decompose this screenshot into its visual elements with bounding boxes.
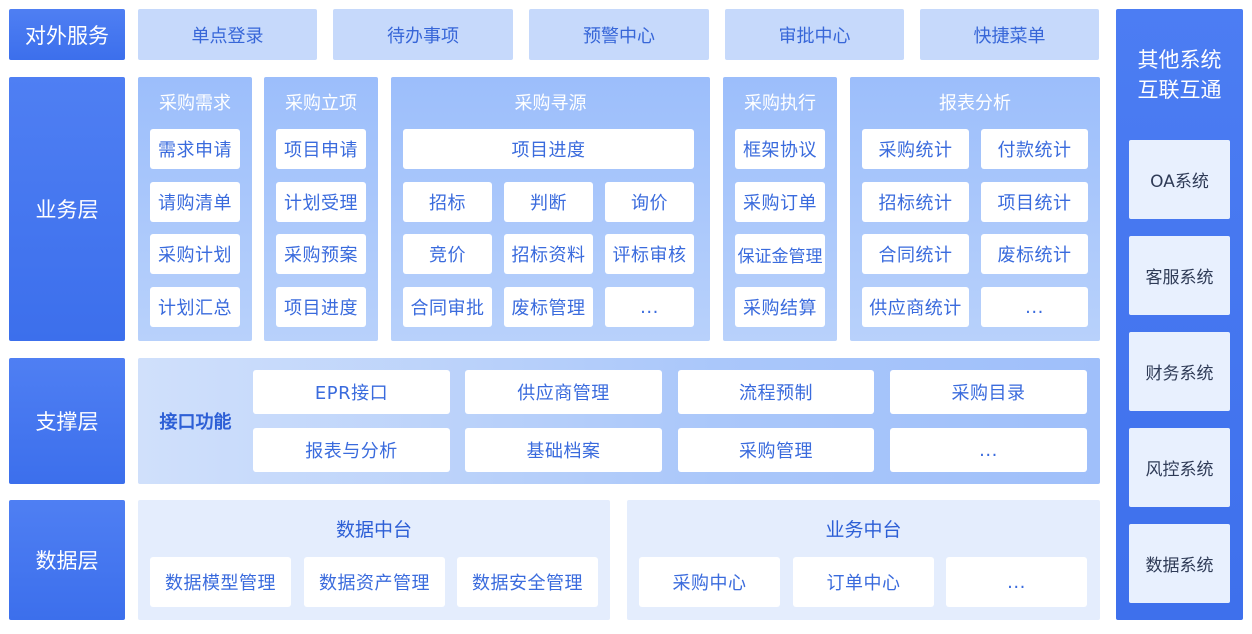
support-item[interactable]: EPR接口 <box>253 370 450 414</box>
support-item[interactable]: 流程预制 <box>678 370 874 414</box>
other-system-finance[interactable]: 财务系统 <box>1129 332 1230 411</box>
execution-item[interactable]: 保证金管理 <box>735 234 825 274</box>
sourcing-item[interactable]: 判断 <box>504 182 593 222</box>
project-item[interactable]: 计划受理 <box>276 182 366 222</box>
module-execution-title: 采购执行 <box>744 93 816 114</box>
execution-item[interactable]: 采购结算 <box>735 287 825 327</box>
module-report-title: 报表分析 <box>939 93 1011 114</box>
sourcing-item[interactable]: 评标审核 <box>605 234 694 274</box>
support-interface-label: 接口功能 <box>159 412 232 433</box>
module-project-title: 采购立项 <box>285 93 357 114</box>
layer-label-support: 支撑层 <box>9 358 125 484</box>
module-demand: 采购需求 需求申请 请购清单 采购计划 计划汇总 <box>138 77 252 341</box>
project-item[interactable]: 项目申请 <box>276 129 366 169</box>
report-item[interactable]: 项目统计 <box>981 182 1088 222</box>
report-item[interactable]: 供应商统计 <box>862 287 969 327</box>
data-platform-title: 数据中台 <box>335 518 412 541</box>
support-item[interactable]: 采购管理 <box>678 428 874 472</box>
other-system-risk-control[interactable]: 风控系统 <box>1129 428 1230 507</box>
other-system-customer-service[interactable]: 客服系统 <box>1129 236 1230 315</box>
report-item[interactable]: 合同统计 <box>862 234 969 274</box>
module-execution: 采购执行 框架协议 采购订单 保证金管理 采购结算 <box>723 77 837 341</box>
layer-label-external: 对外服务 <box>9 9 125 60</box>
data-platform-item[interactable]: 数据安全管理 <box>457 557 598 607</box>
support-item[interactable]: 采购目录 <box>890 370 1087 414</box>
business-platform-panel: 业务中台 采购中心 订单中心 ... <box>627 500 1100 620</box>
layer-label-business: 业务层 <box>9 77 125 341</box>
business-platform-title: 业务中台 <box>825 518 902 541</box>
other-systems-panel: 其他系统 互联互通 OA系统 客服系统 财务系统 风控系统 数据系统 <box>1116 9 1243 620</box>
execution-item[interactable]: 框架协议 <box>735 129 825 169</box>
support-item[interactable]: 供应商管理 <box>465 370 662 414</box>
external-service-shortcut[interactable]: 快捷菜单 <box>920 9 1099 60</box>
sourcing-item[interactable]: 废标管理 <box>504 287 593 327</box>
report-item[interactable]: 废标统计 <box>981 234 1088 274</box>
other-system-oa[interactable]: OA系统 <box>1129 140 1230 219</box>
module-demand-title: 采购需求 <box>159 93 231 114</box>
external-service-todo[interactable]: 待办事项 <box>333 9 513 60</box>
external-service-alert[interactable]: 预警中心 <box>529 9 709 60</box>
data-platform-panel: 数据中台 数据模型管理 数据资产管理 数据安全管理 <box>138 500 610 620</box>
data-platform-item[interactable]: 数据资产管理 <box>304 557 445 607</box>
support-item[interactable]: 基础档案 <box>465 428 662 472</box>
sourcing-item[interactable]: 询价 <box>605 182 694 222</box>
sourcing-item[interactable]: 招标 <box>403 182 492 222</box>
business-platform-item[interactable]: 订单中心 <box>793 557 934 607</box>
demand-item[interactable]: 计划汇总 <box>150 287 240 327</box>
project-item[interactable]: 项目进度 <box>276 287 366 327</box>
demand-item[interactable]: 请购清单 <box>150 182 240 222</box>
support-panel: 接口功能 EPR接口 供应商管理 流程预制 采购目录 报表与分析 基础档案 采购… <box>138 358 1100 484</box>
module-sourcing-title: 采购寻源 <box>514 93 587 114</box>
support-item[interactable]: 报表与分析 <box>253 428 450 472</box>
execution-item[interactable]: 采购订单 <box>735 182 825 222</box>
external-service-sso[interactable]: 单点登录 <box>138 9 317 60</box>
business-platform-item[interactable]: 采购中心 <box>639 557 780 607</box>
sourcing-item[interactable]: 合同审批 <box>403 287 492 327</box>
support-item-more[interactable]: ... <box>890 428 1087 472</box>
report-item[interactable]: 采购统计 <box>862 129 969 169</box>
data-platform-item[interactable]: 数据模型管理 <box>150 557 291 607</box>
sourcing-item-more[interactable]: ... <box>605 287 694 327</box>
other-systems-title-line1: 其他系统 <box>1137 48 1222 72</box>
demand-item[interactable]: 采购计划 <box>150 234 240 274</box>
report-item-more[interactable]: ... <box>981 287 1088 327</box>
module-report: 报表分析 采购统计 付款统计 招标统计 项目统计 合同统计 废标统计 供应商统计… <box>850 77 1100 341</box>
report-item[interactable]: 招标统计 <box>862 182 969 222</box>
layer-label-data: 数据层 <box>9 500 125 620</box>
sourcing-header-item[interactable]: 项目进度 <box>403 129 694 169</box>
sourcing-item[interactable]: 竞价 <box>403 234 492 274</box>
business-platform-item-more[interactable]: ... <box>946 557 1087 607</box>
external-service-approval[interactable]: 审批中心 <box>725 9 904 60</box>
other-system-data[interactable]: 数据系统 <box>1129 524 1230 603</box>
sourcing-item[interactable]: 招标资料 <box>504 234 593 274</box>
other-systems-title: 其他系统 互联互通 <box>1116 45 1243 105</box>
module-sourcing: 采购寻源 项目进度 招标 判断 询价 竞价 招标资料 评标审核 合同审批 废标管… <box>391 77 710 341</box>
other-systems-title-line2: 互联互通 <box>1137 78 1222 102</box>
project-item[interactable]: 采购预案 <box>276 234 366 274</box>
module-project: 采购立项 项目申请 计划受理 采购预案 项目进度 <box>264 77 378 341</box>
report-item[interactable]: 付款统计 <box>981 129 1088 169</box>
demand-item[interactable]: 需求申请 <box>150 129 240 169</box>
